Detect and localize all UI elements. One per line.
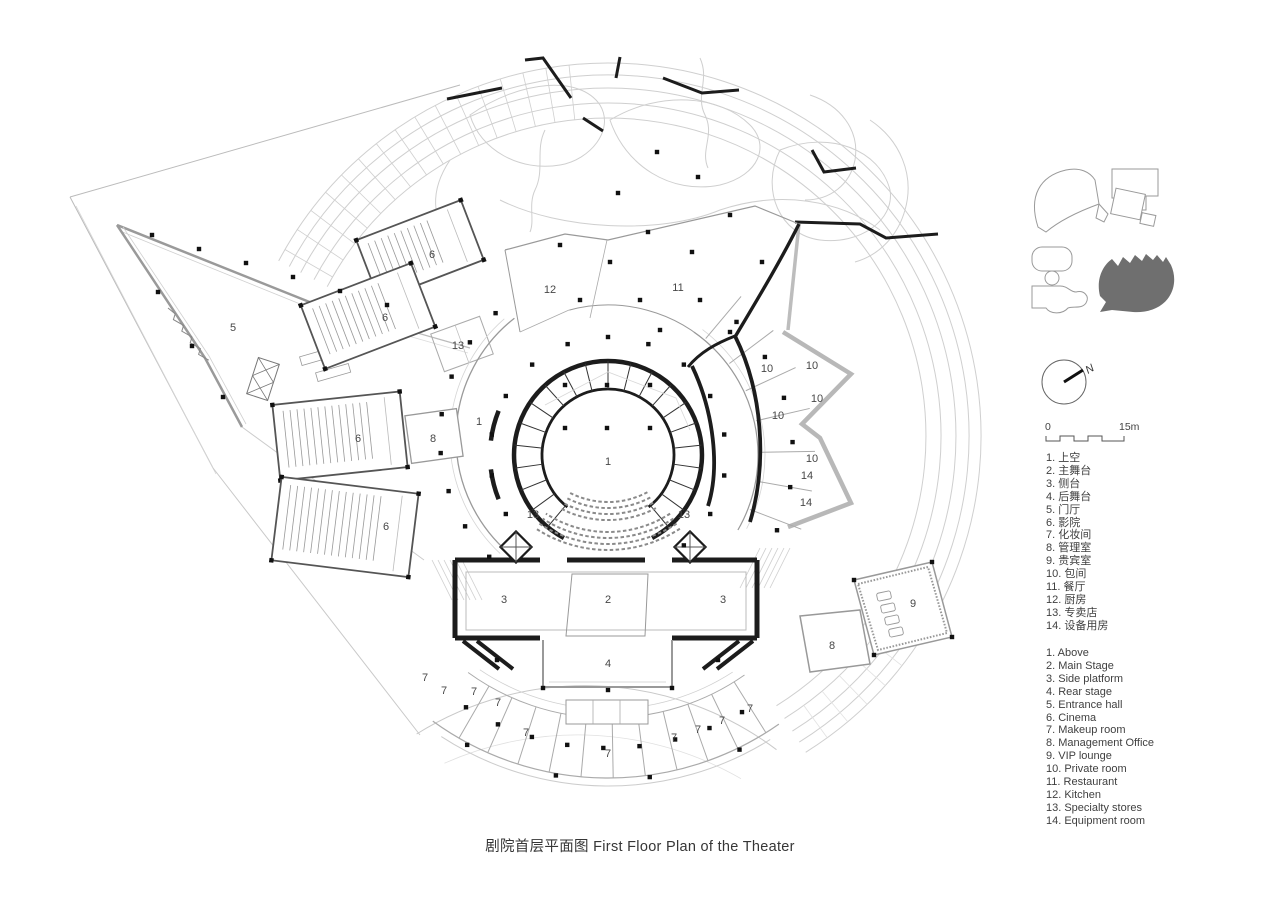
room-number-label: 11 xyxy=(672,282,683,294)
north-circle xyxy=(1041,359,1087,405)
vip-management-rooms xyxy=(404,407,953,673)
room-number-label: 14 xyxy=(800,497,812,509)
room-number-label: 2 xyxy=(605,594,611,606)
room-number-label: 3 xyxy=(720,594,726,606)
room-number-label: 7 xyxy=(441,685,447,697)
room-number-label: 10 xyxy=(811,393,823,405)
room-number-label: 7 xyxy=(695,724,701,736)
room-number-label: 14 xyxy=(801,470,813,482)
legend-item: 13. 专卖店 xyxy=(1046,606,1098,619)
room-number-label: 6 xyxy=(355,433,361,445)
room-number-label: 4 xyxy=(605,658,611,670)
room-number-label: 13 xyxy=(527,509,539,521)
legend-item: 12. 厨房 xyxy=(1046,593,1087,606)
north-label: N xyxy=(1084,362,1097,376)
makeup-room-band xyxy=(432,669,780,787)
scale-zero-label: 0 xyxy=(1045,421,1051,433)
legend-item: 9. 贵宾室 xyxy=(1046,555,1092,568)
key-plan xyxy=(1031,168,1175,314)
legend-item: 1. 上空 xyxy=(1046,452,1081,464)
room-number-label: 12 xyxy=(544,284,556,296)
room-number-label: 9 xyxy=(910,598,916,610)
legend-item: 6. Cinema xyxy=(1046,711,1097,724)
room-number-label: 5 xyxy=(230,322,236,334)
auditorium-ring xyxy=(488,223,801,540)
room-number-label: 6 xyxy=(383,521,389,533)
page-title: 剧院首层平面图 First Floor Plan of the Theater xyxy=(485,839,795,855)
legend-item: 5. Entrance hall xyxy=(1046,698,1123,711)
legend-item: 8. Management Office xyxy=(1046,737,1155,750)
legend-item: 8. 管理室 xyxy=(1046,542,1092,555)
room-number-label: 10 xyxy=(761,363,773,375)
legend-item: 2. 主舞台 xyxy=(1046,464,1092,477)
auditorium-seating xyxy=(535,491,681,551)
room-number-label: 1 xyxy=(476,416,482,428)
garden-walls xyxy=(446,56,939,240)
room-number-label: 10 xyxy=(806,453,818,465)
legend-item: 1. Above xyxy=(1046,647,1089,659)
legend-item: 7. 化妆间 xyxy=(1046,529,1092,542)
legend-item: 4. 后舞台 xyxy=(1046,490,1092,503)
room-number-label: 7 xyxy=(605,748,611,760)
landscape-contours xyxy=(435,57,909,263)
room-number-label: 1 xyxy=(605,456,611,468)
room-number-label: 3 xyxy=(501,594,507,606)
scale-max-label: 15m xyxy=(1119,421,1140,433)
legend-item: 13. Specialty stores xyxy=(1046,801,1142,814)
legend-item: 9. VIP lounge xyxy=(1046,750,1112,763)
room-number-label: 7 xyxy=(422,672,428,684)
legend-item: 11. 餐厅 xyxy=(1046,581,1086,594)
room-number-label: 7 xyxy=(719,715,725,727)
room-number-label: 13 xyxy=(678,509,690,521)
room-number-label: 8 xyxy=(430,433,436,445)
north-needle xyxy=(1063,368,1084,384)
room-number-label: 10 xyxy=(772,410,784,422)
structural-columns xyxy=(149,149,955,780)
legend-item: 2. Main Stage xyxy=(1046,659,1114,672)
legend-item: 11. Restaurant xyxy=(1046,776,1118,789)
legend-item: 5. 门厅 xyxy=(1046,503,1081,516)
room-number-label: 7 xyxy=(523,727,529,739)
legend-item: 12. Kitchen xyxy=(1046,788,1102,801)
legend-item: 14. 设备用房 xyxy=(1046,619,1109,632)
stage-block xyxy=(452,529,760,688)
room-number-label: 10 xyxy=(806,360,818,372)
legend-item: 6. 影院 xyxy=(1046,516,1081,529)
legend-item: 3. 侧台 xyxy=(1046,477,1081,490)
legend-item: 10. Private room xyxy=(1046,763,1127,776)
north-arrow: N xyxy=(1041,359,1097,405)
room-number-label: 8 xyxy=(829,640,835,652)
legend-item: 10. 包间 xyxy=(1046,568,1087,581)
room-number-label: 7 xyxy=(495,697,501,709)
room-number-label: 6 xyxy=(429,249,435,261)
room-number-label: 7 xyxy=(747,703,753,715)
room-number-label: 7 xyxy=(671,732,677,744)
kitchen-restaurant xyxy=(430,205,801,373)
scale-bar: 0 15m xyxy=(1045,421,1140,442)
cinema-rooms xyxy=(268,197,487,580)
room-number-label: 13 xyxy=(452,340,464,352)
scale-bar-line xyxy=(1045,435,1125,442)
legend-item: 3. Side platform xyxy=(1046,672,1124,685)
legend-item: 14. Equipment room xyxy=(1046,814,1146,827)
legend-item: 7. Makeup room xyxy=(1046,724,1126,737)
legend-item: 4. Rear stage xyxy=(1046,685,1113,698)
room-number-label: 7 xyxy=(471,686,477,698)
room-number-label: 6 xyxy=(382,312,388,324)
